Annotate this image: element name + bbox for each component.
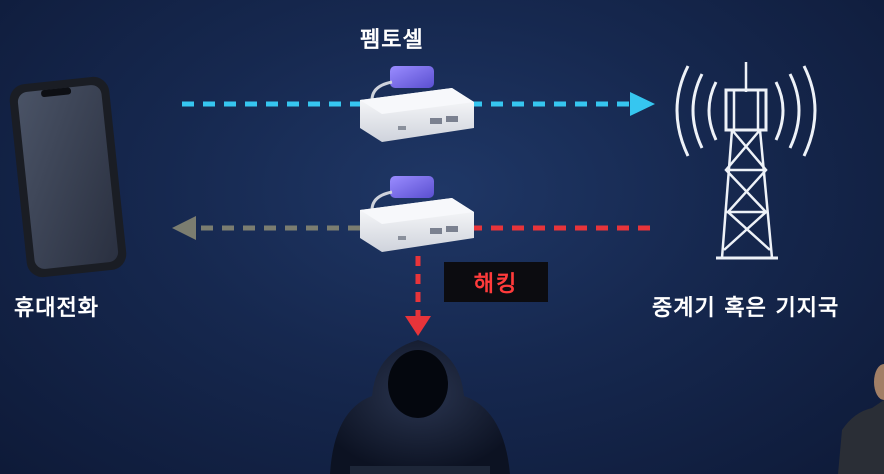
tower-label: 중계기 혹은 기지국 xyxy=(652,296,840,321)
downlink-arrow xyxy=(172,216,650,240)
phone-label: 휴대전화 xyxy=(14,296,99,321)
hacking-badge: 해킹 xyxy=(444,262,548,302)
femtocell-label: 펨토셀 xyxy=(360,28,424,53)
femtocell-device-icon xyxy=(360,176,474,252)
hacking-arrow xyxy=(405,256,431,336)
hacker-icon xyxy=(330,340,510,474)
smartphone-icon xyxy=(9,76,127,278)
presenter-silhouette xyxy=(838,364,884,474)
cell-tower-icon xyxy=(675,62,817,260)
uplink-arrow xyxy=(182,92,655,116)
femtocell-device-icon xyxy=(360,66,474,142)
